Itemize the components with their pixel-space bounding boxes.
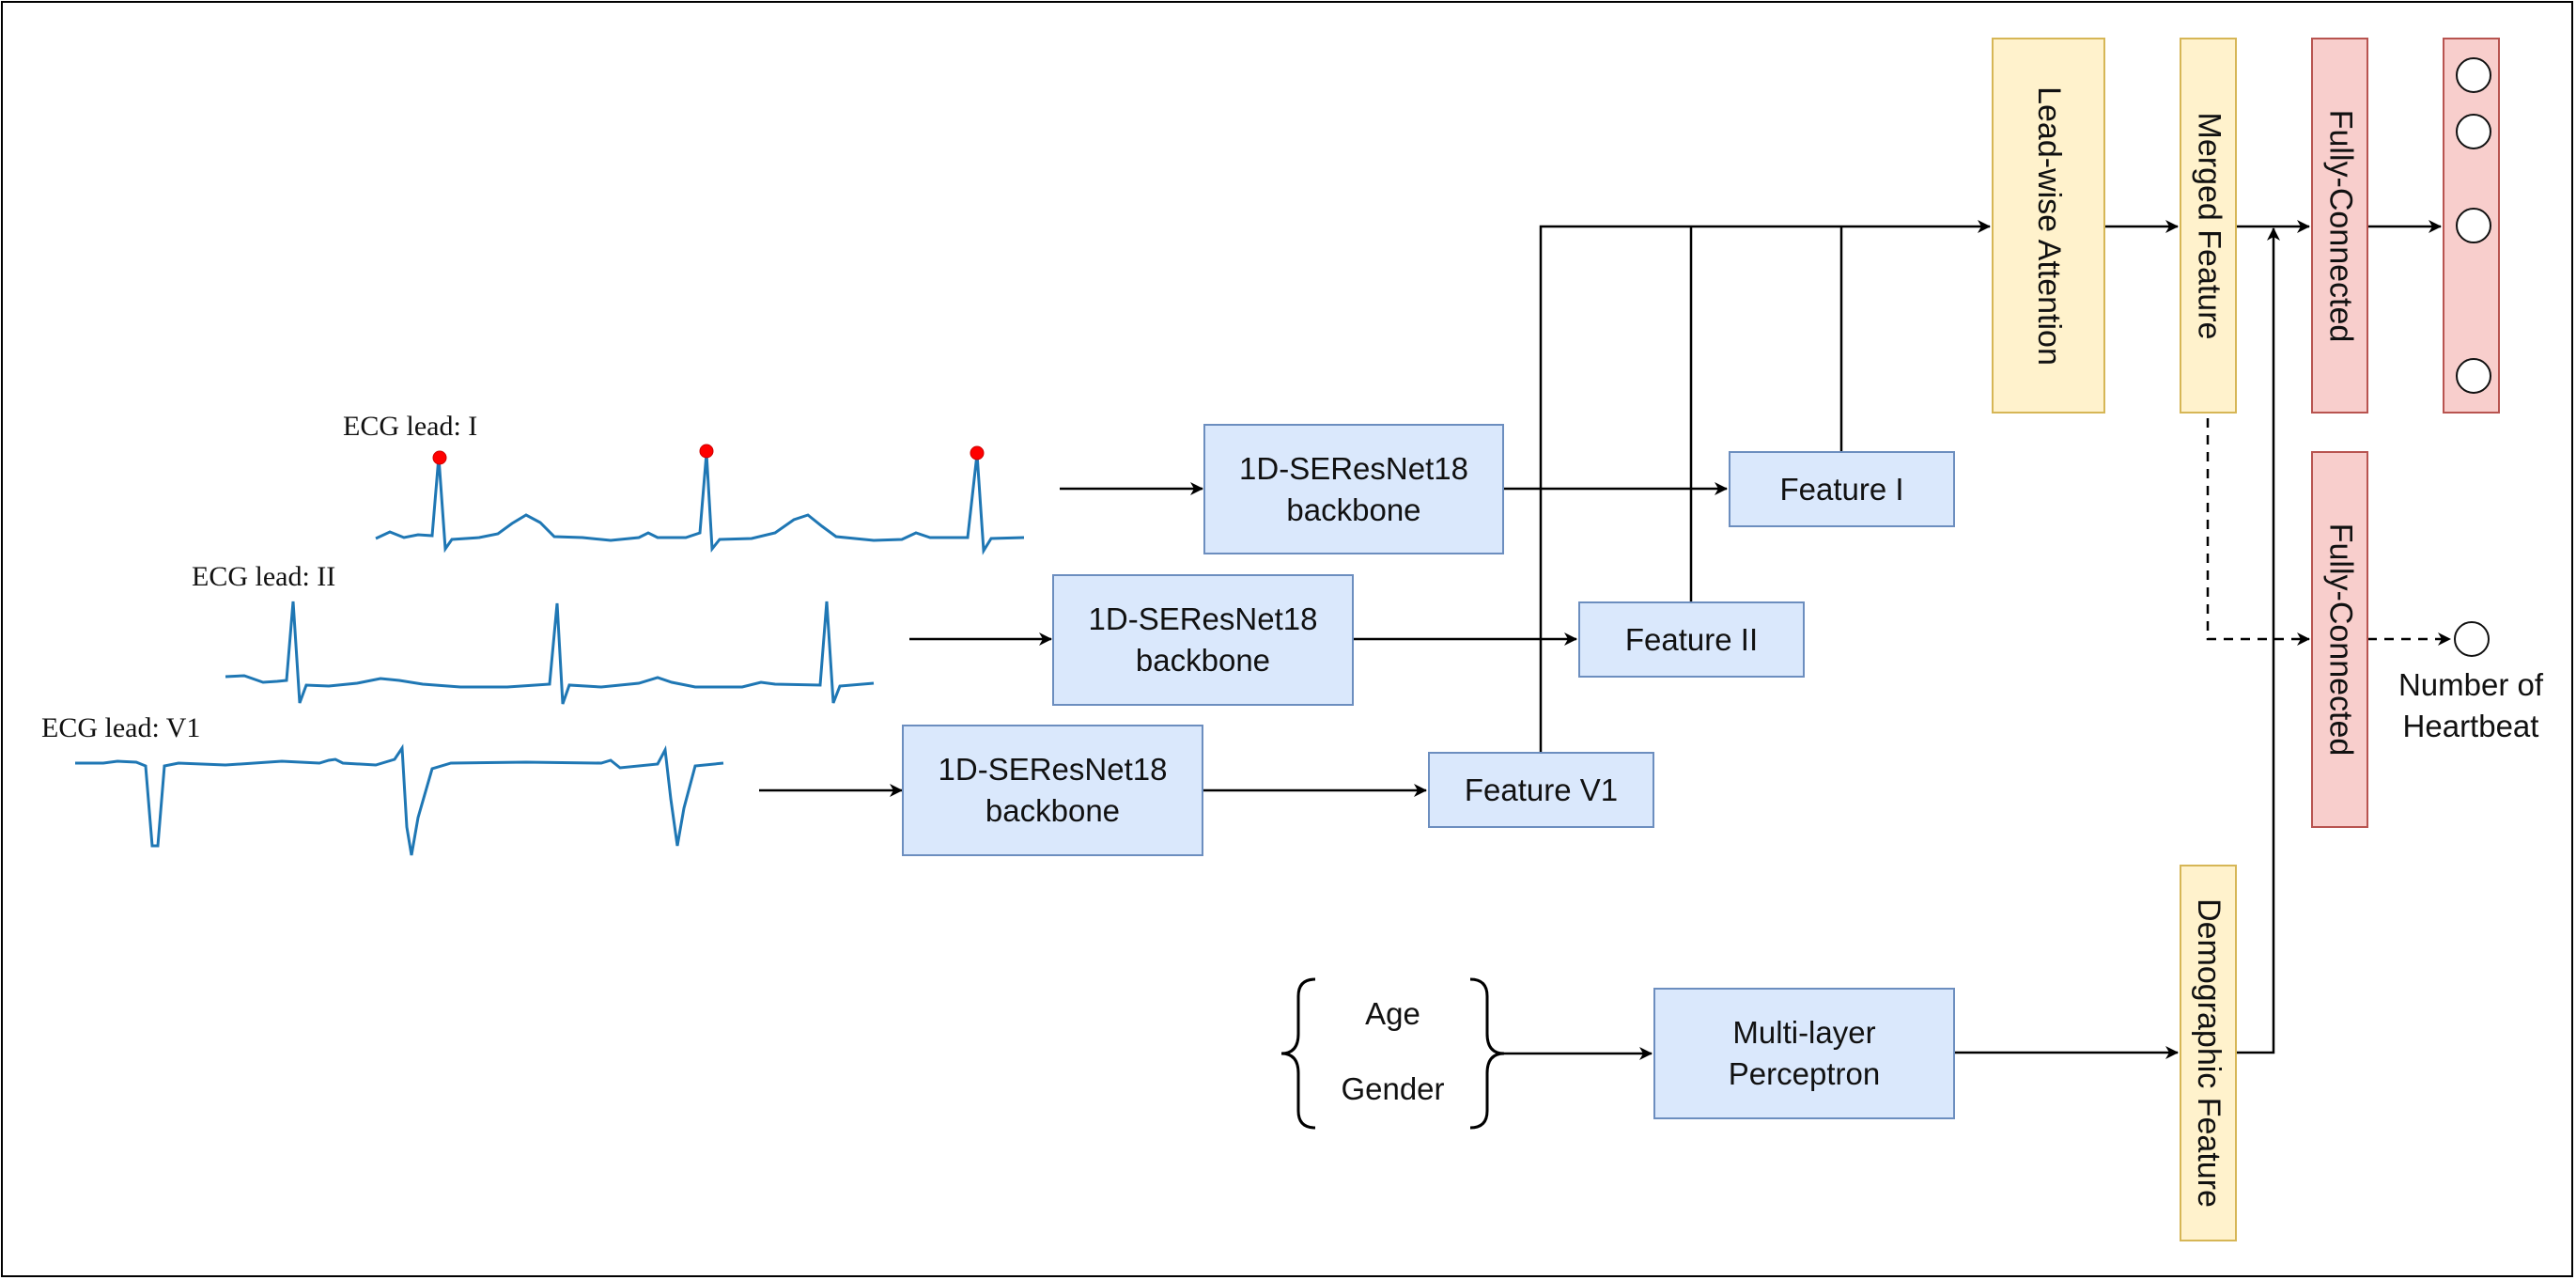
- ecg-lead-ii-label: ECG lead: II: [192, 561, 336, 592]
- demographic-feature-label: Demographic Feature: [2191, 898, 2227, 1208]
- lead-wise-attention-block: Lead-wise Attention: [1992, 38, 2105, 414]
- r-peak-markers: [432, 444, 985, 465]
- ecg-trace-lead-v1: [75, 743, 724, 856]
- demographic-feature-block: Demographic Feature: [2180, 865, 2237, 1241]
- age-label: Age: [1365, 996, 1420, 1031]
- merged-feature-label: Merged Feature: [2191, 112, 2227, 339]
- lead-wise-attention-label: Lead-wise Attention: [2031, 86, 2068, 366]
- r-peak-dot: [970, 445, 985, 460]
- r-peak-dot: [699, 444, 714, 459]
- backbone-lead-v1: 1D-SEResNet18 backbone: [902, 725, 1203, 856]
- right-brace: [1469, 977, 1505, 1130]
- gender-label: Gender: [1341, 1071, 1445, 1106]
- multi-layer-perceptron: Multi-layer Perceptron: [1653, 988, 1955, 1119]
- ecg-trace-lead-i: [375, 452, 1025, 555]
- arrows: [759, 220, 2451, 1060]
- output-node: [2456, 208, 2491, 243]
- backbone-lead-ii: 1D-SEResNet18 backbone: [1052, 574, 1354, 706]
- ecg-trace-lead-ii: [225, 601, 875, 705]
- output-node: [2456, 57, 2491, 93]
- feature-v1: Feature V1: [1428, 752, 1654, 828]
- fully-connected-bottom-block: Fully-Connected: [2311, 451, 2368, 828]
- heartbeat-output-node: [2454, 621, 2490, 657]
- demographic-braces: [1280, 977, 1505, 1130]
- feature-i: Feature I: [1729, 451, 1955, 527]
- fully-connected-bottom-label: Fully-Connected: [2322, 523, 2358, 757]
- backbone-lead-i: 1D-SEResNet18 backbone: [1203, 424, 1504, 554]
- r-peak-dot: [432, 450, 447, 465]
- fully-connected-top-block: Fully-Connected: [2311, 38, 2368, 414]
- ecg-lead-v1-label: ECG lead: V1: [41, 712, 201, 743]
- ecg-lead-i-label: ECG lead: I: [343, 411, 478, 442]
- output-node: [2456, 114, 2491, 149]
- feature-ii: Feature II: [1578, 601, 1805, 678]
- left-brace: [1280, 977, 1316, 1130]
- heartbeat-output-label: Number of Heartbeat: [2398, 667, 2544, 743]
- fully-connected-top-label: Fully-Connected: [2322, 109, 2358, 342]
- ecg-signals: [75, 452, 1025, 856]
- merged-feature-block: Merged Feature: [2180, 38, 2237, 414]
- output-node: [2456, 358, 2491, 394]
